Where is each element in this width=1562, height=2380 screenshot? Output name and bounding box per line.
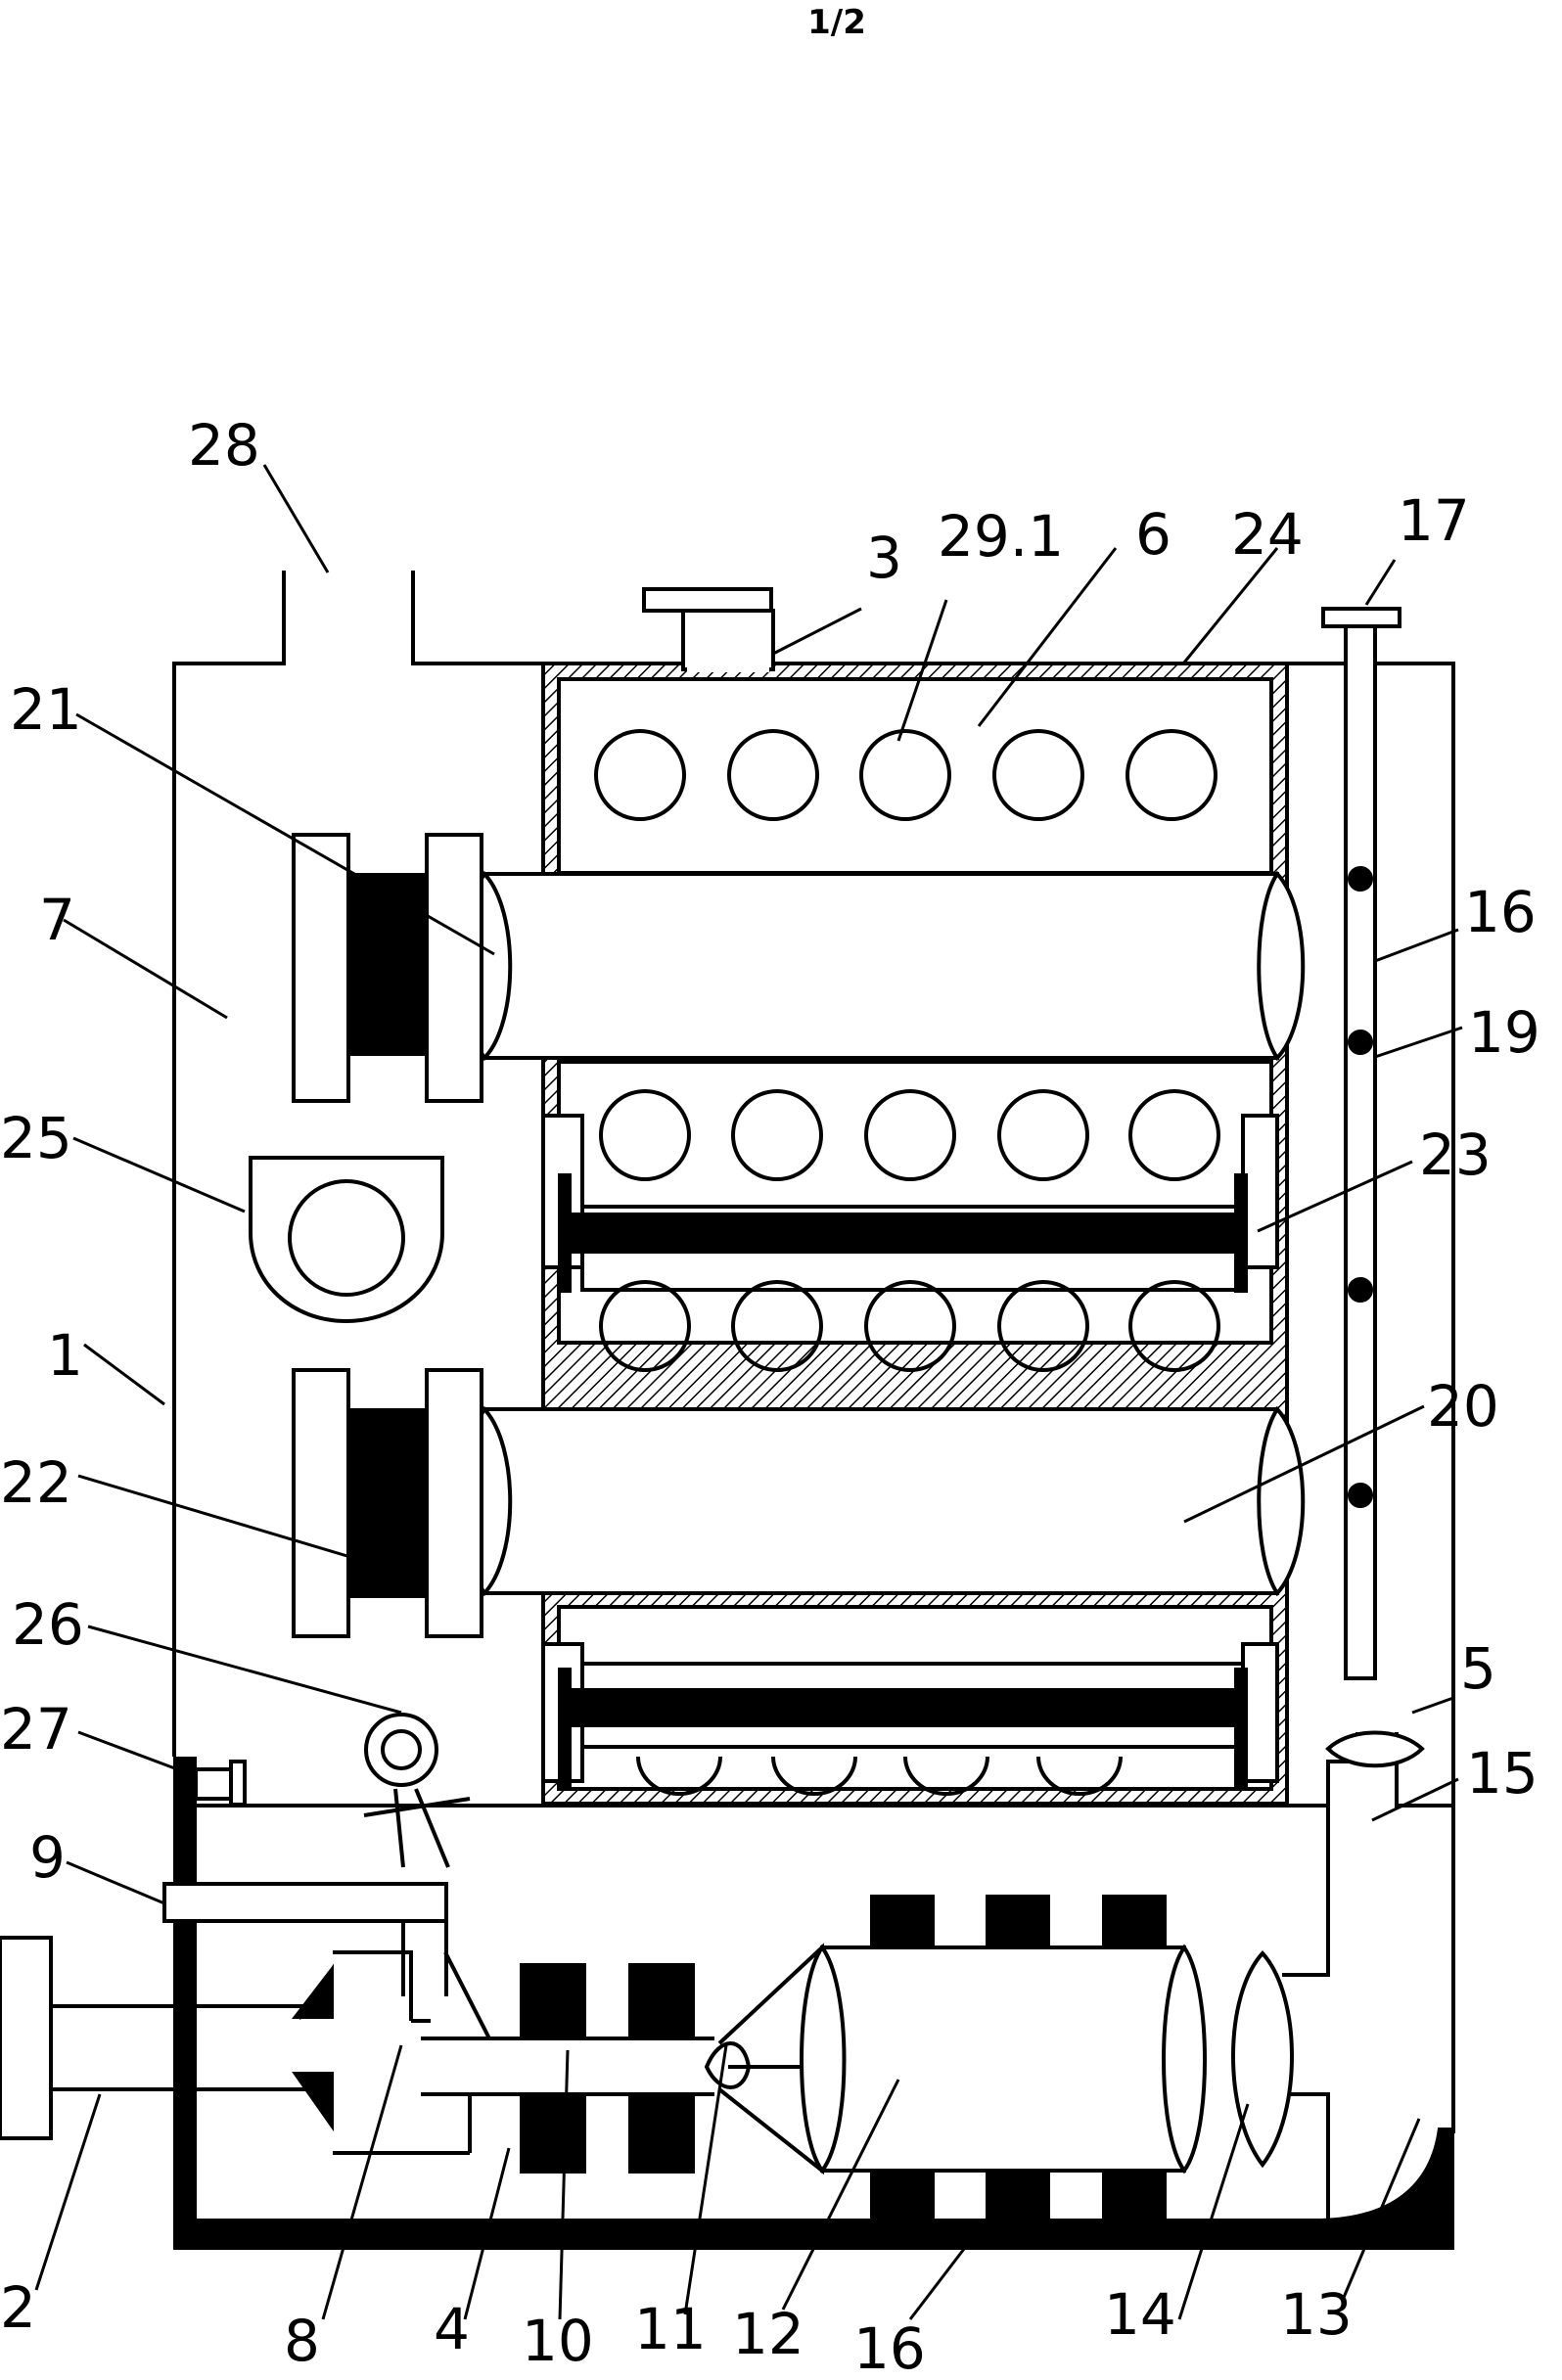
label-29-1: 29.1 <box>938 503 1064 570</box>
label-14: 14 <box>1104 2281 1176 2348</box>
igniter <box>363 1713 471 1868</box>
label-27: 27 <box>0 1696 72 1762</box>
label-11: 11 <box>634 2296 707 2362</box>
label-6: 6 <box>1135 501 1172 568</box>
label-20: 20 <box>1427 1373 1499 1440</box>
page-number: 1/2 <box>807 3 866 42</box>
label-24: 24 <box>1231 501 1304 568</box>
burner-lower <box>292 1368 483 1638</box>
sight-glass <box>249 1156 444 1324</box>
label-9: 9 <box>29 1824 66 1891</box>
side-fitting <box>194 1760 247 1807</box>
label-4: 4 <box>434 2296 470 2362</box>
leader-lines <box>34 464 1463 2320</box>
label-17: 17 <box>1398 487 1470 554</box>
flue-tube-upper <box>464 870 1306 1062</box>
label-13: 13 <box>1280 2281 1353 2348</box>
label-7: 7 <box>39 887 75 953</box>
label-10: 10 <box>522 2308 594 2374</box>
label-28: 28 <box>188 412 260 479</box>
separator-plate-upper <box>541 1114 1279 1293</box>
label-2: 2 <box>0 2274 36 2341</box>
label-15: 15 <box>1466 1740 1539 1807</box>
burner-upper <box>292 833 483 1103</box>
label-19: 19 <box>1468 999 1540 1066</box>
label-3: 3 <box>866 525 902 591</box>
fan-cylinder <box>704 1895 1294 2225</box>
reference-labels: 28 3 29.1 6 24 17 21 7 16 19 25 23 1 20 … <box>0 412 1540 2380</box>
label-23: 23 <box>1419 1121 1492 1188</box>
level-gauge <box>1321 607 1401 1680</box>
label-21: 21 <box>10 676 82 743</box>
separator-plate-lower <box>541 1642 1279 1787</box>
heat-exchanger-core <box>541 587 1289 1806</box>
inlet-assembly <box>0 1882 714 2174</box>
lower-chamber <box>196 1730 1453 2220</box>
label-1: 1 <box>47 1322 83 1389</box>
label-26: 26 <box>12 1591 84 1658</box>
label-16-bottom: 16 <box>853 2315 926 2380</box>
label-12: 12 <box>732 2301 804 2367</box>
base-wall <box>173 1757 1454 2250</box>
label-25: 25 <box>0 1105 72 1171</box>
label-22: 22 <box>0 1449 72 1516</box>
water-tubes <box>594 729 1220 1796</box>
label-5: 5 <box>1460 1635 1496 1702</box>
housing <box>172 571 1455 2250</box>
flue-tube-lower <box>464 1405 1306 1597</box>
label-16-top: 16 <box>1464 879 1537 945</box>
label-8: 8 <box>284 2308 320 2374</box>
